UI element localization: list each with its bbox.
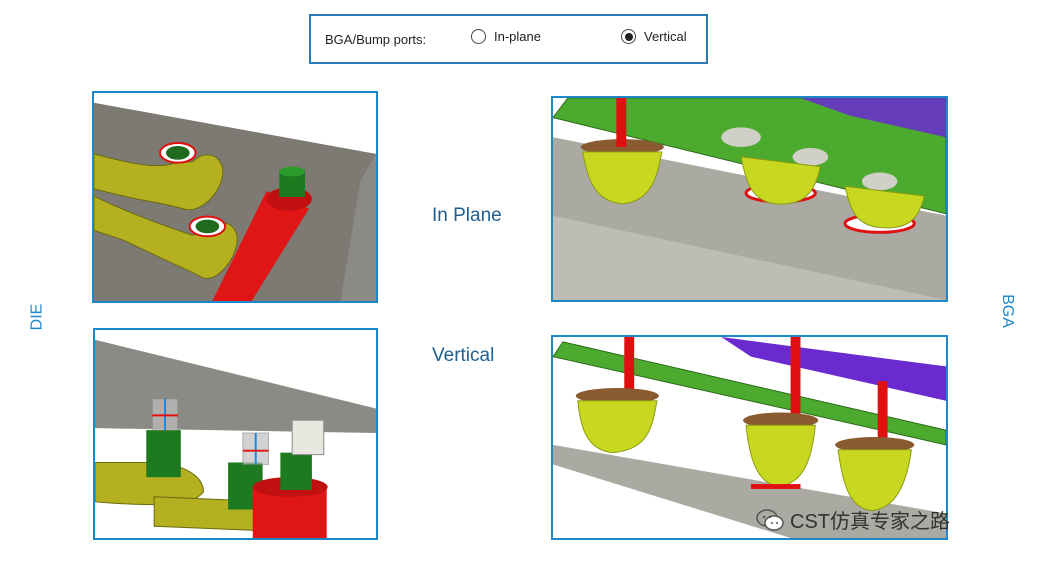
die-in-plane-view xyxy=(92,91,378,303)
radio-vertical-label: Vertical xyxy=(644,29,687,44)
radio-in-plane-label: In-plane xyxy=(494,29,541,44)
bga-in-plane-view xyxy=(551,96,948,302)
side-label-bga: BGA xyxy=(998,294,1016,328)
radio-in-plane-circle[interactable] xyxy=(471,29,486,44)
wechat-icon xyxy=(756,508,784,531)
caption-in-plane: In Plane xyxy=(432,205,502,226)
bga-vertical-view xyxy=(551,335,948,540)
radio-in-plane[interactable]: In-plane xyxy=(471,29,541,44)
watermark-text: CST仿真专家之路 xyxy=(790,511,950,533)
die-vertical-view xyxy=(93,328,378,540)
side-label-die: DIE xyxy=(28,303,46,331)
bga-bump-ports-options: BGA/Bump ports: In-plane Vertical xyxy=(309,14,708,64)
watermark: CST仿真专家之路 xyxy=(756,505,950,534)
radio-vertical[interactable]: Vertical xyxy=(621,29,687,44)
bga-bump-ports-label: BGA/Bump ports: xyxy=(325,32,427,47)
caption-vertical: Vertical xyxy=(432,345,495,366)
radio-vertical-circle[interactable] xyxy=(621,29,636,44)
